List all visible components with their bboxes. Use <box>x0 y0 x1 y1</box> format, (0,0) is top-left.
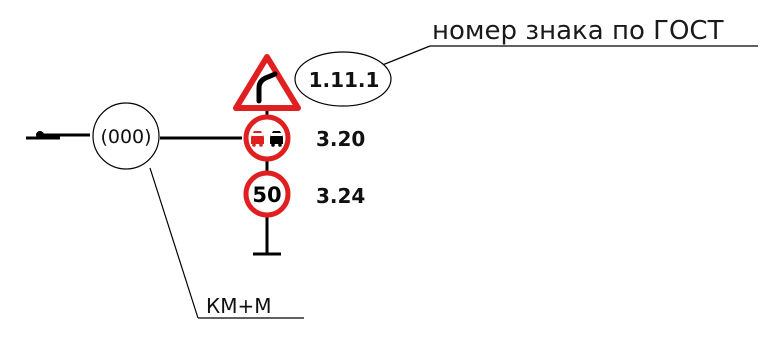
sign-code-ellipse <box>294 51 392 107</box>
sign-code-3-20: 3.20 <box>316 127 365 151</box>
red-car-icon <box>251 131 264 147</box>
header-leader-line <box>379 45 431 67</box>
sign-code-1-11-1: 1.11.1 <box>309 68 380 92</box>
black-car-icon <box>270 131 283 147</box>
km-leader-line <box>149 167 199 319</box>
speed-limit-value: 50 <box>252 183 281 207</box>
warning-curve-sign <box>233 54 301 111</box>
position-label: (000) <box>100 126 151 148</box>
speed-limit-sign: 50 <box>243 170 291 218</box>
position-circle <box>92 102 160 170</box>
km-label: КМ+М <box>206 294 271 318</box>
curve-right-icon <box>256 71 278 104</box>
no-overtaking-sign <box>243 114 291 162</box>
sign-code-3-24: 3.24 <box>316 184 365 208</box>
header-caption: номер знака по ГОСТ <box>432 16 724 46</box>
